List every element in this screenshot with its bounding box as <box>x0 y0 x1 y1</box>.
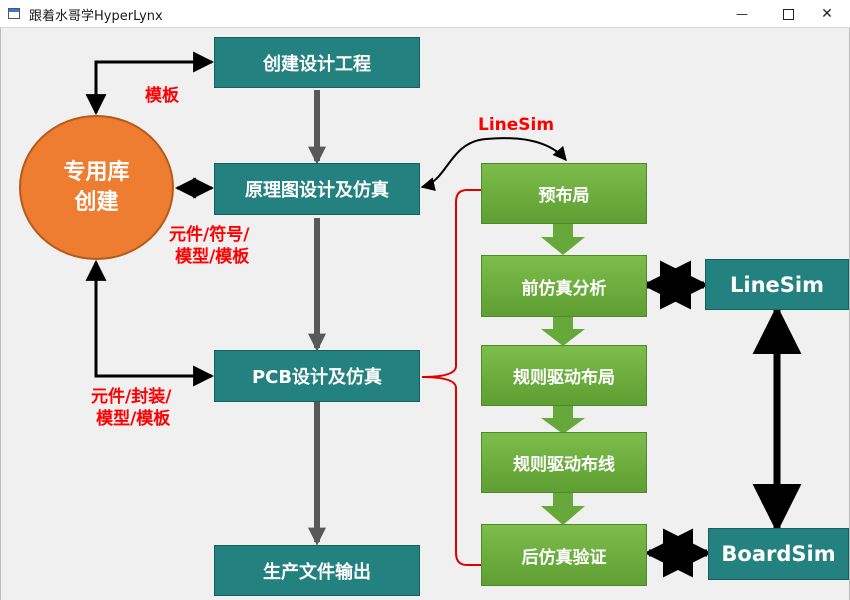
post-verify-box: 后仿真验证 <box>481 524 647 586</box>
preplace-box: 预布局 <box>481 163 647 224</box>
linesim-box: LineSim <box>705 259 849 310</box>
template-label: 模板 <box>145 86 179 106</box>
pcb-lib-label-line1: 元件/封装/ <box>91 387 172 407</box>
library-pcb-connector <box>85 259 215 387</box>
step-arrow-1 <box>541 223 585 255</box>
maximize-button[interactable] <box>765 0 811 28</box>
pcb-steps-brace <box>421 189 481 566</box>
output-box: 生产文件输出 <box>214 545 420 596</box>
pcb-lib-label: 元件/封装/ 模型/模板 <box>91 386 171 430</box>
step-arrow-3 <box>541 405 585 434</box>
step-arrow-2 <box>541 316 585 346</box>
library-creation-circle: 专用库 创建 <box>19 115 174 260</box>
linesim-curve-label: LineSim <box>478 115 555 135</box>
schematic-lib-label: 元件/符号/ 模型/模板 <box>169 224 249 268</box>
minimize-icon: — <box>736 7 748 21</box>
create-project-box: 创建设计工程 <box>214 37 420 88</box>
boardsim-box: BoardSim <box>708 528 849 580</box>
library-label-line1: 专用库 <box>63 159 130 185</box>
close-button[interactable]: ✕ <box>804 0 850 28</box>
close-icon: ✕ <box>821 6 833 22</box>
linesim-curve-arrow <box>420 137 567 191</box>
maximize-icon <box>782 8 794 20</box>
rule-place-box: 规则驱动布局 <box>481 345 647 406</box>
pcb-box: PCB设计及仿真 <box>214 350 420 402</box>
connector-layer <box>85 51 802 578</box>
minimize-button[interactable]: — <box>719 0 765 28</box>
pre-sim-box: 前仿真分析 <box>481 255 647 317</box>
template-connector <box>85 51 215 116</box>
title-bar: 跟着水哥学HyperLynx — ✕ <box>0 0 850 28</box>
diagram-canvas: 专用库 创建 创建设计工程 原理图设计及仿真 PCB设计及仿真 生产文件输出 预… <box>0 28 850 600</box>
pcb-lib-label-line2: 模型/模板 <box>96 409 171 429</box>
schematic-lib-label-line2: 模型/模板 <box>175 247 250 267</box>
step-arrow-4 <box>541 492 585 525</box>
app-icon <box>8 8 20 19</box>
library-label-line2: 创建 <box>74 189 119 215</box>
rule-route-box: 规则驱动布线 <box>481 432 647 493</box>
window-title: 跟着水哥学HyperLynx <box>29 9 163 24</box>
schematic-box: 原理图设计及仿真 <box>214 163 420 215</box>
schematic-lib-label-line1: 元件/符号/ <box>169 225 250 245</box>
